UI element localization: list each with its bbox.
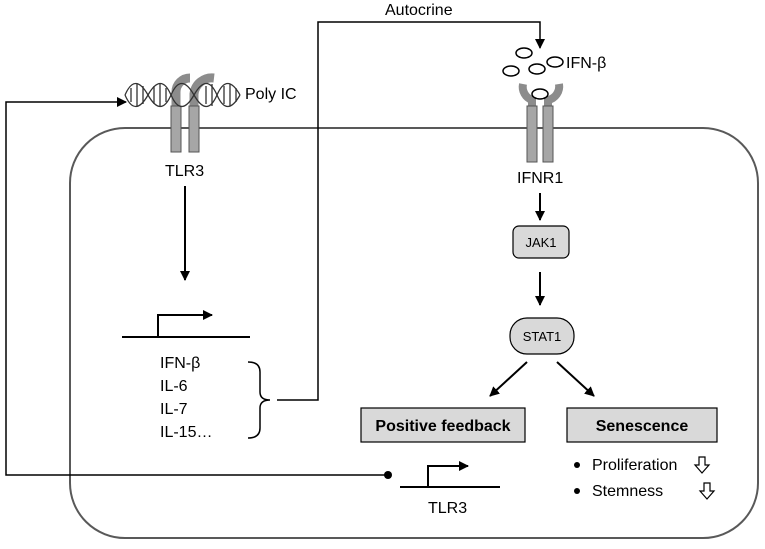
feedback-loop-arrow bbox=[5, 97, 388, 476]
proliferation-label: Proliferation bbox=[592, 457, 677, 474]
tlr3-receptor-label: TLR3 bbox=[165, 163, 204, 180]
down-arrow-outline-icon bbox=[698, 482, 716, 500]
down-arrow-outline-icon bbox=[693, 456, 711, 474]
senescence-box bbox=[566, 407, 718, 443]
cytokine-item: IL-15… bbox=[160, 424, 212, 441]
jak1-label: JAK1 bbox=[525, 235, 556, 250]
stat1-label: STAT1 bbox=[523, 329, 562, 344]
ifn-beta-molecules-icon bbox=[502, 47, 564, 77]
ifnr1-label: IFNR1 bbox=[517, 170, 563, 187]
poly-ic-label: Poly IC bbox=[245, 86, 297, 103]
cell-membrane bbox=[69, 127, 759, 539]
jak1-node bbox=[512, 225, 570, 259]
bullet-dot-icon bbox=[574, 462, 580, 468]
stat1-node bbox=[509, 317, 575, 355]
cytokine-item: IL-6 bbox=[160, 378, 188, 395]
promoter-icon bbox=[122, 310, 250, 338]
stemness-label: Stemness bbox=[592, 483, 663, 500]
tlr3-gene-promoter-icon bbox=[400, 461, 500, 488]
bullet-dot-icon bbox=[574, 488, 580, 494]
cytokine-brace bbox=[247, 361, 271, 439]
poly-ic-dsrna-icon bbox=[124, 82, 241, 108]
autocrine-label: Autocrine bbox=[385, 2, 453, 19]
stat1-to-senescence-arrow bbox=[556, 361, 595, 397]
senescence-label: Senescence bbox=[596, 418, 689, 435]
tlr3-receptor-icon bbox=[170, 73, 215, 153]
positive-feedback-label: Positive feedback bbox=[375, 418, 510, 435]
ifnr1-receptor-icon bbox=[518, 83, 564, 163]
cytokine-item: IL-7 bbox=[160, 401, 188, 418]
tlr3-gene-label: TLR3 bbox=[428, 500, 467, 517]
positive-feedback-box bbox=[360, 407, 526, 443]
cytokine-item: IFN-β bbox=[160, 355, 200, 372]
autocrine-arrow bbox=[277, 21, 545, 401]
feedback-origin-dot bbox=[384, 471, 392, 479]
ifn-beta-label: IFN-β bbox=[566, 55, 606, 72]
stat1-to-feedback-arrow bbox=[489, 361, 528, 397]
